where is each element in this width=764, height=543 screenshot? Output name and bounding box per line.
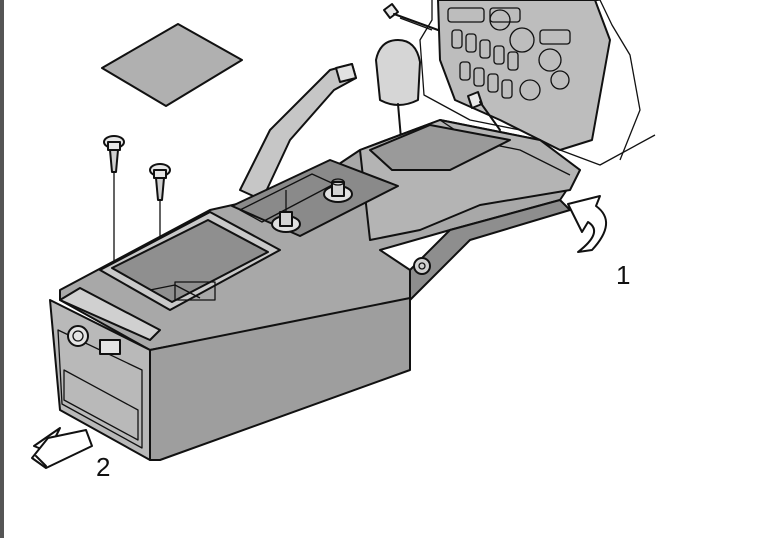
console-body [49,119,581,461]
callout-2: 2 [31,427,110,482]
screw-icon [467,91,501,131]
rear-panel [57,325,143,449]
center-stack-panel [437,0,611,151]
cover-plate [101,23,243,107]
button-rows [447,7,571,101]
left-border [0,0,4,538]
cupholder-post [271,190,301,233]
callout-1: 1 [567,195,630,290]
callout-label-1: 1 [616,260,630,290]
screw-icon [103,135,125,270]
curved-arrow-icon [567,195,607,253]
handbrake-lever [239,63,357,201]
callout-label-2: 2 [96,452,110,482]
screw-icon [383,3,439,31]
cupholder-post [323,178,353,203]
